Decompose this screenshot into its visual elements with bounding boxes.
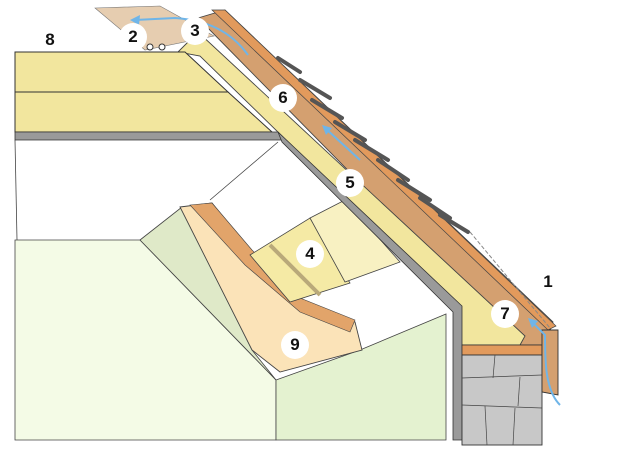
ceiling-insulation-top — [14, 51, 230, 93]
plaster-timber-edge — [189, 202, 356, 333]
airflow-arrow-slope — [324, 127, 361, 161]
airflow-arrow-eaves — [531, 321, 561, 406]
fastener-icon — [158, 43, 166, 51]
room-edge-line — [14, 139, 18, 241]
arrowhead-icon — [528, 318, 538, 328]
label-4: 4 — [296, 240, 324, 268]
ceiling-board — [14, 131, 287, 141]
arrowhead-icon — [130, 15, 140, 25]
stone-joints — [461, 354, 543, 446]
fastener-icon — [146, 43, 154, 51]
arrowhead-icon — [322, 125, 332, 135]
sarking-board — [211, 9, 557, 331]
label-8: 8 — [45, 30, 55, 49]
slates — [276, 56, 470, 234]
airflow-arrow-ridge — [134, 16, 249, 56]
insulation-panel-5 — [309, 199, 401, 283]
stone-wall — [461, 354, 543, 446]
roof-membrane — [469, 231, 551, 329]
label-1: 1 — [543, 272, 553, 291]
right-wall — [275, 313, 447, 441]
label-6: 6 — [269, 84, 297, 112]
panel-stud — [268, 243, 322, 297]
ceiling-insulation-bottom — [14, 91, 274, 133]
label-3: 3 — [181, 17, 209, 45]
wall-plate — [461, 344, 543, 356]
label-7: 7 — [491, 300, 519, 328]
slope-board — [277, 131, 463, 441]
room-edge-line — [209, 141, 279, 201]
label-5: 5 — [336, 169, 364, 197]
label-2: 2 — [119, 23, 147, 51]
label-9: 9 — [281, 331, 309, 359]
